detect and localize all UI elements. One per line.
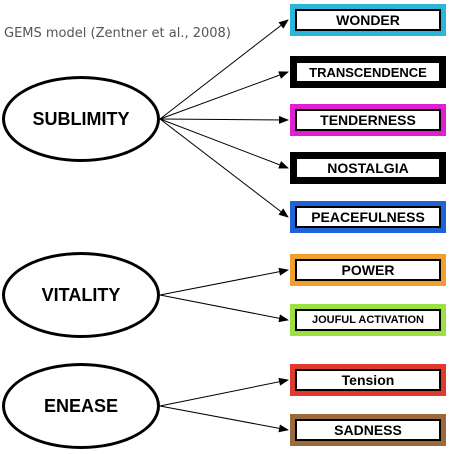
emotion-label-nostalgia: NOSTALGIA <box>327 160 409 176</box>
arrow-to-tenderness <box>159 115 289 124</box>
emotion-label-wonder: WONDER <box>336 12 400 28</box>
emotion-label-power: POWER <box>341 262 395 278</box>
arrow-to-tension <box>159 377 289 407</box>
emotion-box-sadness: SADNESS <box>290 414 446 446</box>
arrow-to-sadness <box>159 405 289 433</box>
emotion-box-power: POWER <box>290 254 446 286</box>
emotion-box-tension: Tension <box>290 364 446 396</box>
emotion-label-jouful-activation: JOUFUL ACTIVATION <box>311 314 425 326</box>
emotion-label-sadness: SADNESS <box>334 422 402 438</box>
emotion-box-jouful-activation: JOUFUL ACTIVATION <box>290 304 446 336</box>
emotion-label-tension: Tension <box>341 372 395 388</box>
emotion-box-tenderness: TENDERNESS <box>290 104 446 136</box>
arrow-to-wonder <box>159 19 289 120</box>
category-enease: ENEASE <box>2 363 160 449</box>
category-vitality: VITALITY <box>2 252 160 338</box>
arrow-to-nostalgia <box>159 118 289 169</box>
emotion-box-wonder: WONDER <box>290 4 446 36</box>
emotion-label-tenderness: TENDERNESS <box>320 112 416 128</box>
arrow-to-power <box>159 267 289 296</box>
arrow-to-peacefulness <box>159 118 289 218</box>
diagram-caption: GEMS model (Zentner et al., 2008) <box>4 26 231 41</box>
emotion-box-transcendence: TRANSCENDENCE <box>290 56 446 88</box>
emotion-label-transcendence: TRANSCENDENCE <box>309 64 427 80</box>
emotion-box-nostalgia: NOSTALGIA <box>290 152 446 184</box>
emotion-label-peacefulness: PEACEFULNESS <box>311 209 425 225</box>
arrow-to-jouful-activation <box>159 294 289 323</box>
emotion-box-peacefulness: PEACEFULNESS <box>290 201 446 233</box>
arrow-to-transcendence <box>159 71 289 120</box>
category-sublimity: SUBLIMITY <box>2 76 160 162</box>
